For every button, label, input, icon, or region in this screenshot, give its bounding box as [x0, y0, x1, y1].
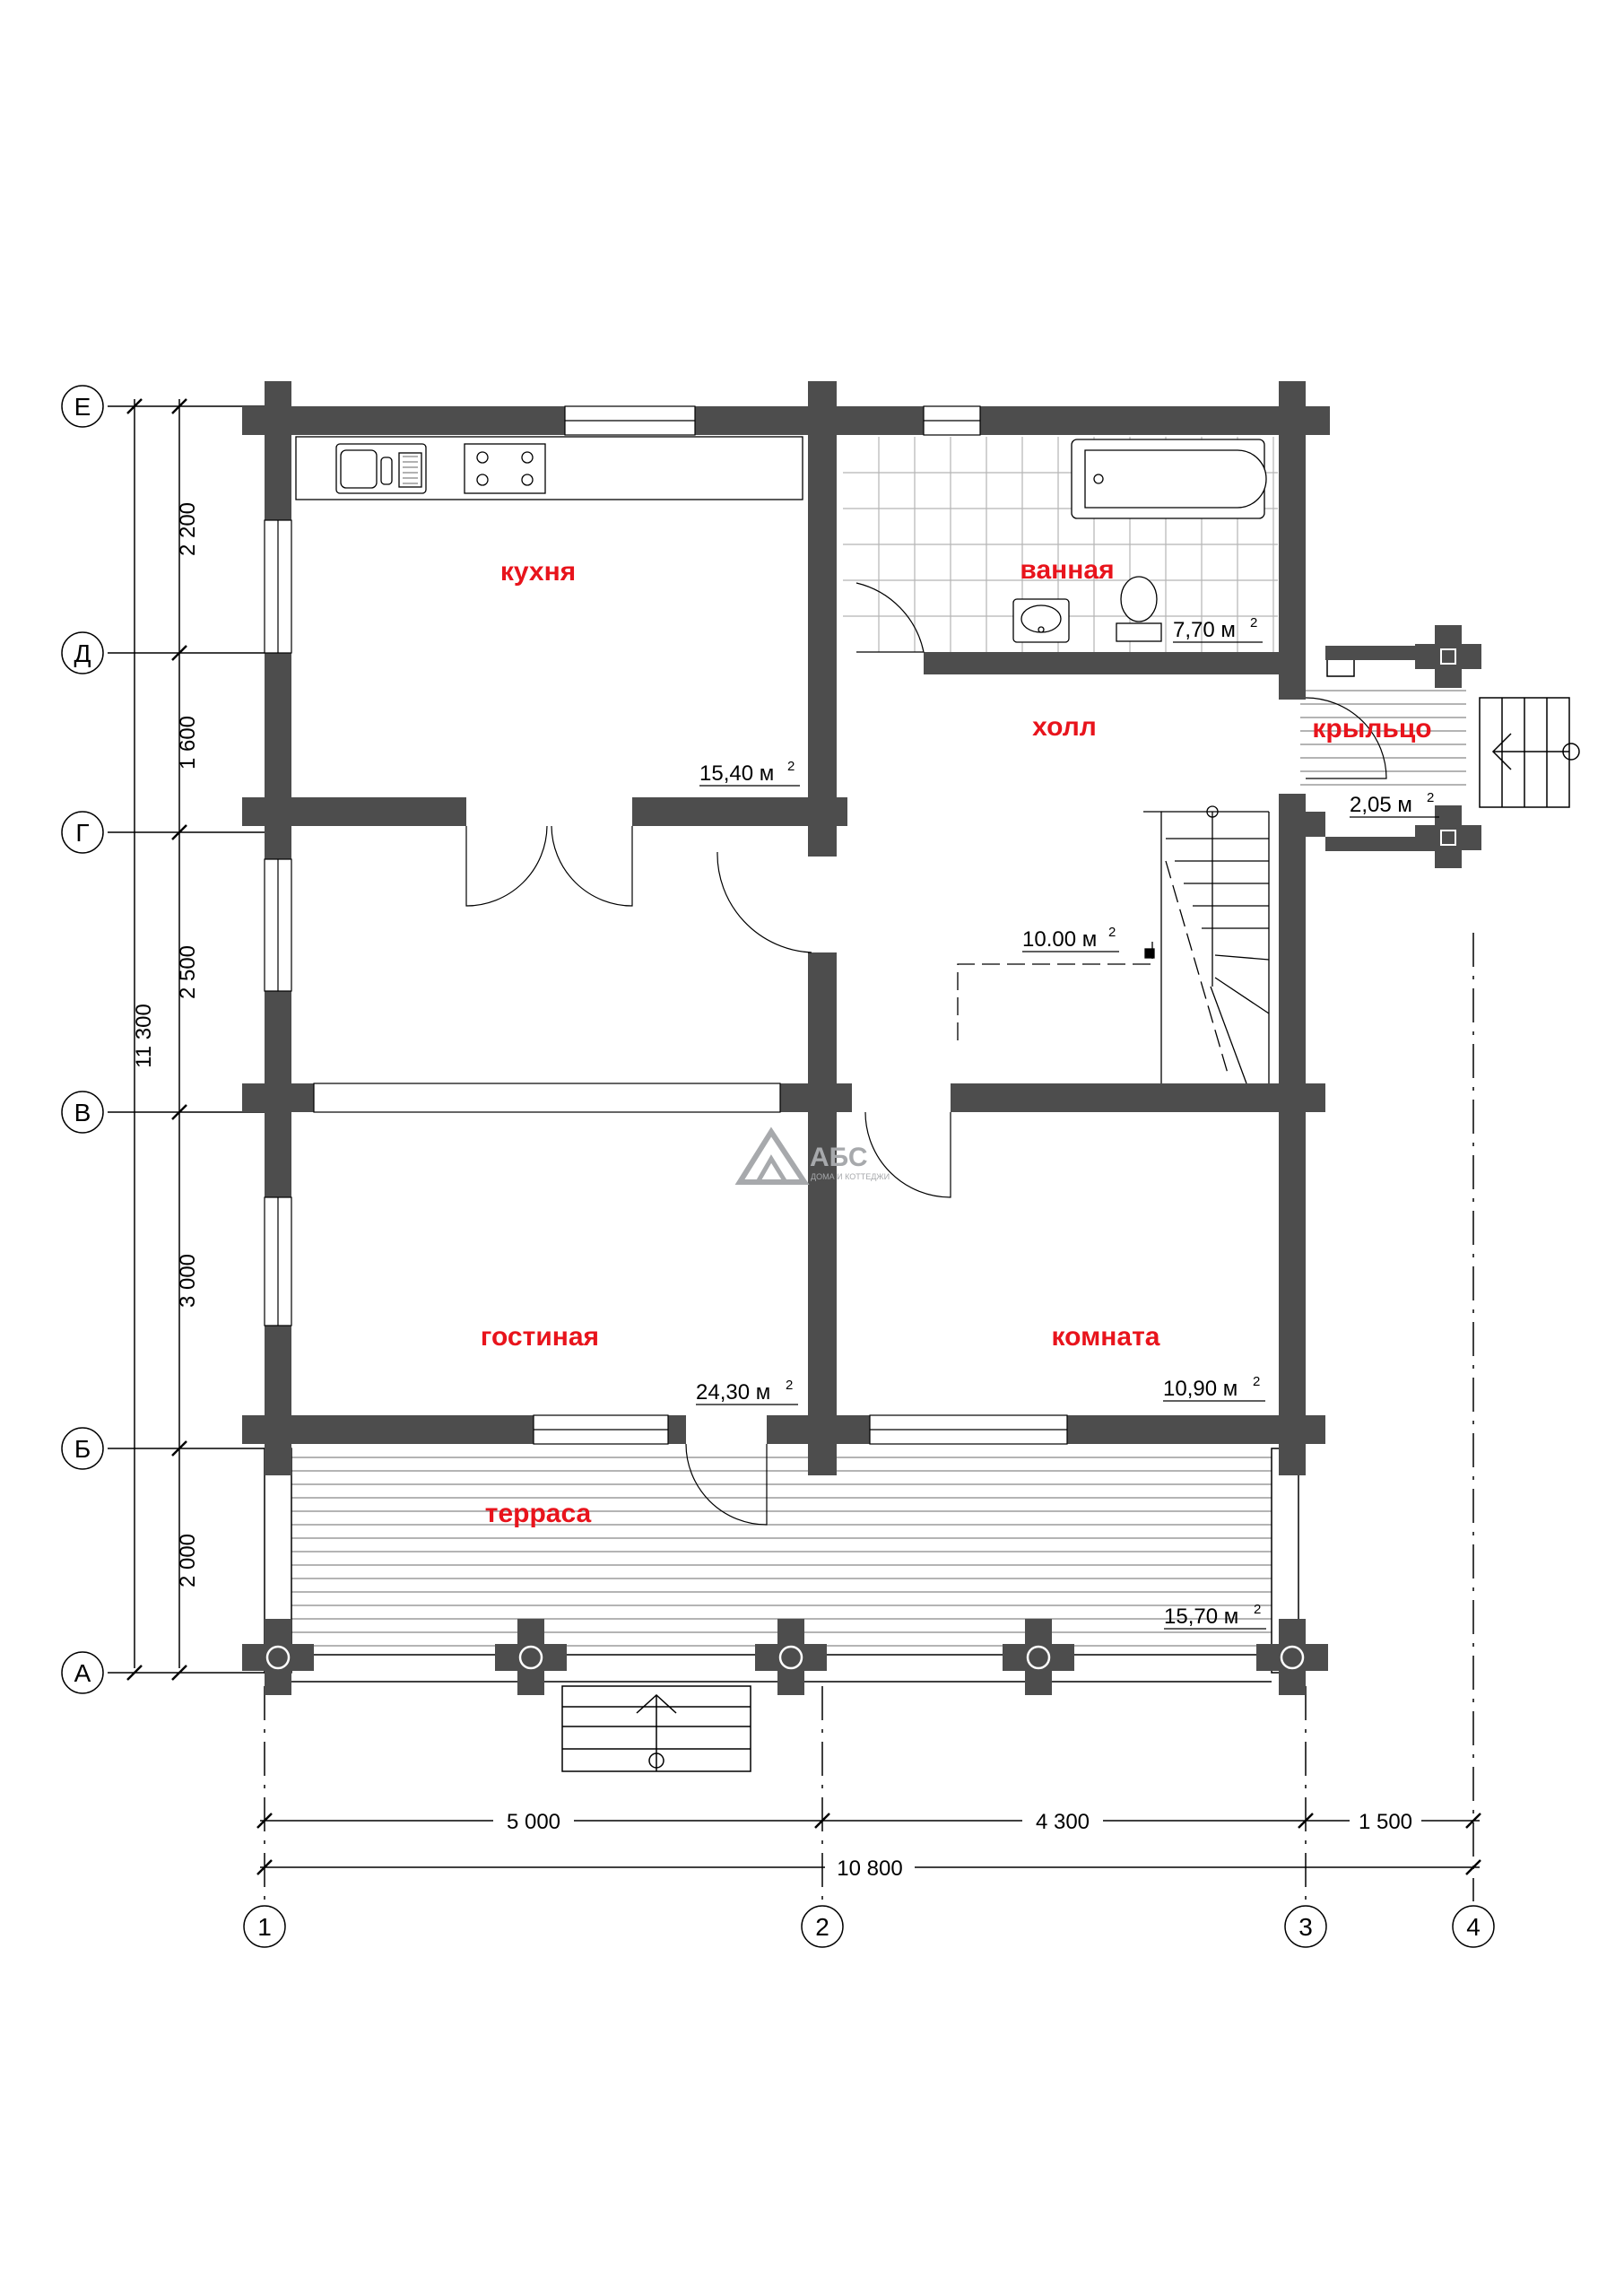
terrace-steps: [561, 1685, 751, 1772]
axis-letter-markers: [61, 385, 104, 1694]
room-porch-name: крыльцо: [1312, 714, 1431, 744]
wall-center-upper: [808, 386, 837, 852]
door-hall: [716, 851, 812, 953]
door-kitchen-right: [551, 825, 633, 907]
bath-fixtures: [1012, 439, 1267, 643]
kitchen-counter: [295, 436, 803, 500]
doors: [465, 582, 1387, 1526]
area-room-sup: 2: [1253, 1374, 1260, 1389]
door-kitchen-left: [465, 825, 548, 907]
dim-v-5: 2 000: [176, 1534, 200, 1587]
dim-v-4: 3 000: [176, 1254, 200, 1308]
area-kitchen-sup: 2: [787, 759, 795, 774]
axis-2: 2: [815, 1913, 829, 1941]
wall-b-2: [668, 1415, 686, 1444]
door-porch: [1305, 697, 1387, 779]
company-logo: АБС ДОМА И КОТТЕДЖИ: [734, 1126, 890, 1185]
stove-icon: [464, 443, 546, 494]
dim-v-total: 11 300: [132, 1004, 156, 1068]
door-terrace: [685, 1443, 768, 1526]
vertical-dimensions: [108, 398, 265, 1681]
terrace-posts: [242, 1619, 1328, 1695]
door-room: [864, 1111, 951, 1198]
axis-E: Е: [74, 393, 91, 421]
area-hall-sup: 2: [1108, 925, 1116, 940]
door-bath: [855, 582, 925, 653]
area-terrace: 15,70 м: [1164, 1605, 1238, 1629]
axis-D: Д: [74, 639, 91, 667]
dim-v-3: 2 500: [176, 945, 200, 999]
area-kitchen: 15,40 м: [699, 761, 774, 786]
dim-h-2: 4 300: [1036, 1810, 1090, 1834]
terrace-post-rings: [265, 1645, 1305, 1670]
area-bath: 7,70 м: [1173, 618, 1236, 642]
area-bath-sup: 2: [1250, 615, 1257, 631]
horizontal-dimension-labels: 5 000 4 300 1 500 10 800: [493, 1805, 1421, 1882]
axis-letter-labels: Е Д Г В Б А: [74, 393, 91, 1687]
dim-v-2: 1 600: [176, 716, 200, 770]
logo-tagline: ДОМА И КОТТЕДЖИ: [811, 1172, 890, 1181]
vertical-dimension-labels: 2 200 1 600 2 500 3 000 2 000 11 300: [132, 502, 200, 1587]
axis-A: А: [74, 1659, 91, 1687]
area-labels: 15,40 м 2 7,70 м 2 10.00 м 2 2,05 м 2 24…: [696, 615, 1439, 1630]
room-room-name: комната: [1052, 1322, 1160, 1352]
wall-center-lower: [808, 952, 837, 1468]
porch-posts: [1325, 625, 1481, 868]
windows: [264, 405, 1068, 1445]
axis-G: Г: [75, 819, 89, 847]
room-hall-name: холл: [1032, 712, 1097, 742]
area-living-sup: 2: [786, 1378, 793, 1393]
axis-number-markers: [243, 1905, 1495, 1948]
room-bath-name: ванная: [1020, 555, 1114, 585]
room-labels: кухня ванная холл крыльцо гостиная комна…: [481, 555, 1432, 1528]
wall-bath-bottom: [924, 652, 1300, 674]
partition-opening: [313, 1083, 781, 1113]
terrace-deck: [291, 1457, 1272, 1647]
logo-name: АБС: [810, 1143, 868, 1172]
axis-B: Б: [74, 1435, 91, 1463]
axis-1: 1: [257, 1913, 272, 1941]
sink-drainboard: [403, 456, 418, 484]
axis-number-labels: 1 2 3 4: [257, 1913, 1481, 1941]
axis-4: 4: [1466, 1913, 1481, 1941]
axis-3: 3: [1298, 1913, 1313, 1941]
area-terrace-sup: 2: [1254, 1602, 1261, 1617]
porch-steps: [1479, 697, 1580, 808]
dim-v-1: 2 200: [176, 502, 200, 556]
toilet-icon: [1116, 622, 1162, 642]
room-living-name: гостиная: [481, 1322, 599, 1352]
area-living: 24,30 м: [696, 1380, 770, 1405]
area-porch-sup: 2: [1427, 790, 1434, 805]
dim-h-3: 1 500: [1359, 1810, 1412, 1834]
staircase: [957, 805, 1270, 1084]
area-hall: 10.00 м: [1022, 927, 1097, 952]
area-room: 10,90 м: [1163, 1377, 1238, 1401]
room-terrace-name: терраса: [485, 1499, 592, 1528]
porch-post-marks: [1440, 648, 1456, 846]
porch-deck: [1300, 690, 1466, 786]
walls: [242, 381, 1355, 1475]
wall-v-right: [951, 1083, 1325, 1112]
axis-V: В: [74, 1099, 91, 1126]
dim-h-total: 10 800: [837, 1857, 902, 1881]
area-porch: 2,05 м: [1350, 793, 1412, 817]
room-kitchen-name: кухня: [500, 557, 576, 587]
dim-h-1: 5 000: [507, 1810, 560, 1834]
